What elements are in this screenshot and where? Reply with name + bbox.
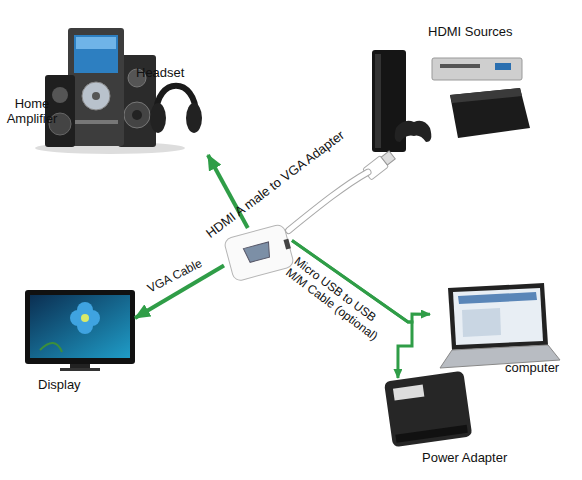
- hdmi-cable: [289, 172, 368, 230]
- node-label: HDMI Sources: [428, 24, 513, 39]
- headset-illustration: [150, 86, 202, 133]
- arrow-line: [208, 155, 248, 228]
- node-label: Headset: [136, 65, 184, 80]
- display-illustration: [25, 290, 135, 371]
- display-device: Display: [20, 285, 135, 395]
- computer-device: computer: [430, 288, 578, 376]
- node-label: computer: [505, 360, 559, 375]
- edge-label: VGA Cable: [145, 256, 204, 295]
- node-label: Display: [38, 377, 81, 392]
- signal-arrow: [208, 155, 248, 228]
- hdmi-sources-illustration: [372, 50, 530, 152]
- hdmi-sources-group: HDMI Sources: [368, 22, 540, 180]
- power-adapter-device: Power Adapter: [382, 378, 527, 466]
- power-adapter-illustration: [384, 371, 472, 447]
- node-label: Power Adapter: [422, 450, 507, 465]
- node-label: Home Amplifier: [5, 96, 59, 126]
- cable-outline: [289, 172, 368, 230]
- cable-body: [289, 172, 368, 230]
- laptop-illustration: [440, 283, 560, 368]
- audio-group: HeadsetHome Amplifier: [5, 60, 210, 155]
- adapter-box: HDMI A male to VGA Adapter: [224, 228, 292, 278]
